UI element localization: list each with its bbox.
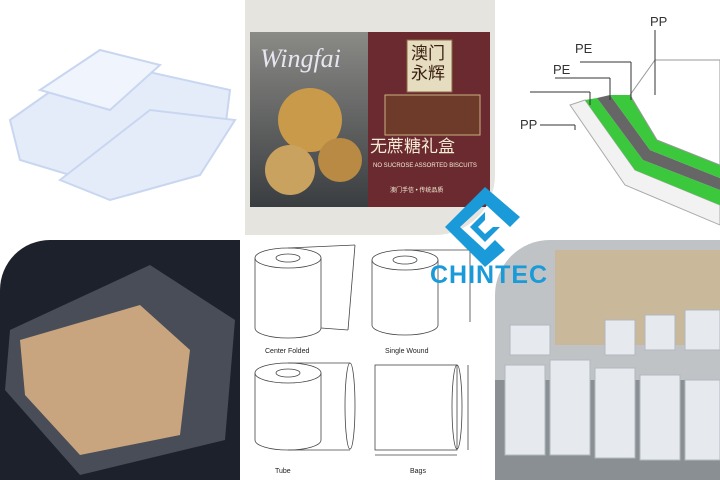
layer-label-pp-inner: PP xyxy=(520,117,538,132)
label-center-folded: Center Folded xyxy=(265,348,310,355)
biscuit-box-photo: Wingfai 澳门永辉 无蔗糖礼盒 NO SUCROSE ASSORTED B… xyxy=(245,0,495,235)
brand-name: Wingfai xyxy=(260,44,341,73)
film-layers-diagram: PP PE PE PP xyxy=(495,0,720,235)
brand-cn: 澳门永辉 xyxy=(411,44,445,83)
label-bags: Bags xyxy=(410,468,426,475)
roll-types-diagram: Center Folded Single Wound Tube Bags xyxy=(240,240,495,480)
product-en: NO SUCROSE ASSORTED BISCUITS xyxy=(373,163,477,169)
tagline: 澳门手信 • 传统品质 xyxy=(390,188,444,194)
wrapped-box-photo xyxy=(0,240,240,480)
product-cn: 无蔗糖礼盒 xyxy=(370,137,455,156)
layer-label-pe-2: PE xyxy=(553,62,571,77)
chintec-logo-icon xyxy=(445,187,520,267)
warehouse-rolls xyxy=(495,250,720,480)
layers-drawing xyxy=(530,30,720,226)
warehouse-photo xyxy=(495,240,720,480)
label-single-wound: Single Wound xyxy=(385,348,429,355)
bags-illustration xyxy=(8,48,237,202)
wrapped-box xyxy=(5,265,235,475)
biscuits xyxy=(265,39,481,195)
layer-label-pe-1: PE xyxy=(575,41,593,56)
rolls-drawing xyxy=(254,244,471,456)
chintec-logo-text: CHINTEC xyxy=(430,261,549,289)
shrink-bags-photo xyxy=(0,0,240,235)
label-tube: Tube xyxy=(275,468,291,475)
layer-label-pp-outer: PP xyxy=(650,14,668,29)
